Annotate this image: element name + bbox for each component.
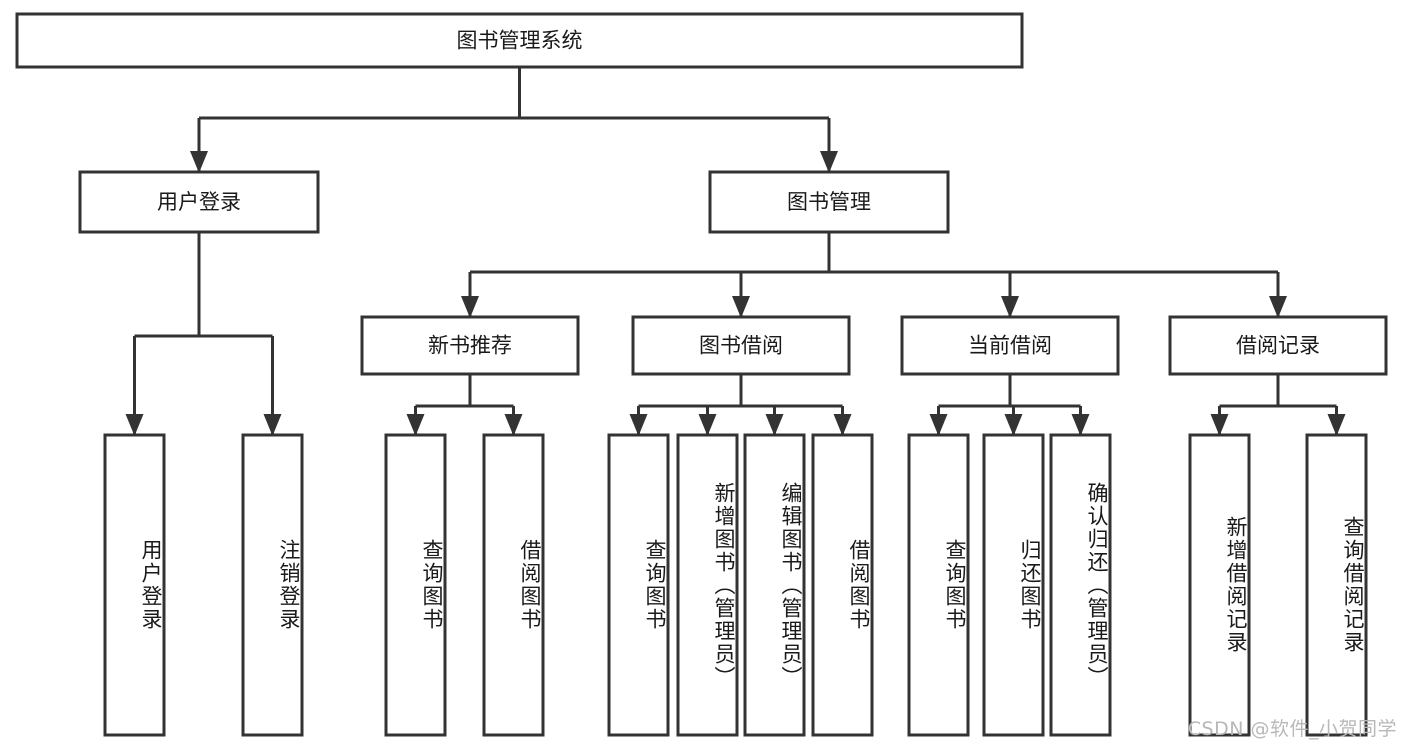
- arrow-head-icon: [732, 296, 750, 318]
- node-box-leaf-query-book-rec[interactable]: [384, 433, 447, 737]
- arrow-head-icon: [1327, 414, 1346, 436]
- node-label-current-borrow: 当前借阅: [968, 334, 1052, 358]
- arrow-head-icon: [1001, 296, 1019, 318]
- node-box-leaf-query-book-borrow[interactable]: [607, 433, 670, 737]
- node-box-user-login[interactable]: [78, 170, 320, 234]
- node-label-user-login: 用户登录: [157, 190, 241, 214]
- node-box-borrow-record[interactable]: [1168, 315, 1388, 376]
- node-box-new-book-rec[interactable]: [360, 315, 580, 376]
- watermark-text: CSDN @软件_小贺同学: [1187, 718, 1397, 740]
- arrow-head-icon: [406, 414, 425, 436]
- node-box-leaf-return-book[interactable]: [982, 433, 1045, 737]
- arrow-head-icon: [125, 414, 144, 436]
- node-box-book-manage[interactable]: [708, 170, 950, 234]
- node-label-book-borrow: 图书借阅: [699, 334, 783, 358]
- node-label-root: 图书管理系统: [457, 29, 583, 53]
- arrow-head-icon: [1004, 414, 1023, 436]
- arrow-head-icon: [833, 414, 852, 436]
- arrow-head-icon: [629, 414, 648, 436]
- node-box-leaf-confirm-return[interactable]: [1049, 433, 1112, 737]
- boxes-layer: [15, 12, 1388, 737]
- arrow-head-icon: [1210, 414, 1229, 436]
- connectors-layer: [125, 67, 1346, 436]
- node-box-root[interactable]: [15, 12, 1024, 69]
- node-label-new-book-rec: 新书推荐: [428, 334, 512, 358]
- node-box-leaf-borrow-book-rec[interactable]: [482, 433, 545, 737]
- node-box-leaf-query-book-cur[interactable]: [907, 433, 970, 737]
- node-box-leaf-add-book[interactable]: [676, 433, 739, 737]
- node-label-book-manage: 图书管理: [787, 190, 871, 214]
- arrow-head-icon: [190, 151, 208, 173]
- arrow-head-icon: [820, 151, 838, 173]
- arrow-head-icon: [1269, 296, 1287, 318]
- node-box-current-borrow[interactable]: [900, 315, 1120, 376]
- node-box-leaf-borrow-book[interactable]: [811, 433, 874, 737]
- node-box-leaf-user-logout[interactable]: [241, 433, 304, 737]
- arrow-head-icon: [765, 414, 784, 436]
- node-box-book-borrow[interactable]: [631, 315, 851, 376]
- arrow-head-icon: [504, 414, 523, 436]
- node-box-leaf-user-login[interactable]: [103, 433, 166, 737]
- arrow-head-icon: [698, 414, 717, 436]
- arrow-head-icon: [461, 296, 479, 318]
- node-label-borrow-record: 借阅记录: [1236, 334, 1320, 358]
- arrow-head-icon: [929, 414, 948, 436]
- node-box-leaf-query-record[interactable]: [1305, 433, 1368, 737]
- node-box-leaf-add-record[interactable]: [1188, 433, 1251, 737]
- node-box-leaf-edit-book[interactable]: [743, 433, 806, 737]
- arrow-head-icon: [263, 414, 282, 436]
- arrow-head-icon: [1071, 414, 1090, 436]
